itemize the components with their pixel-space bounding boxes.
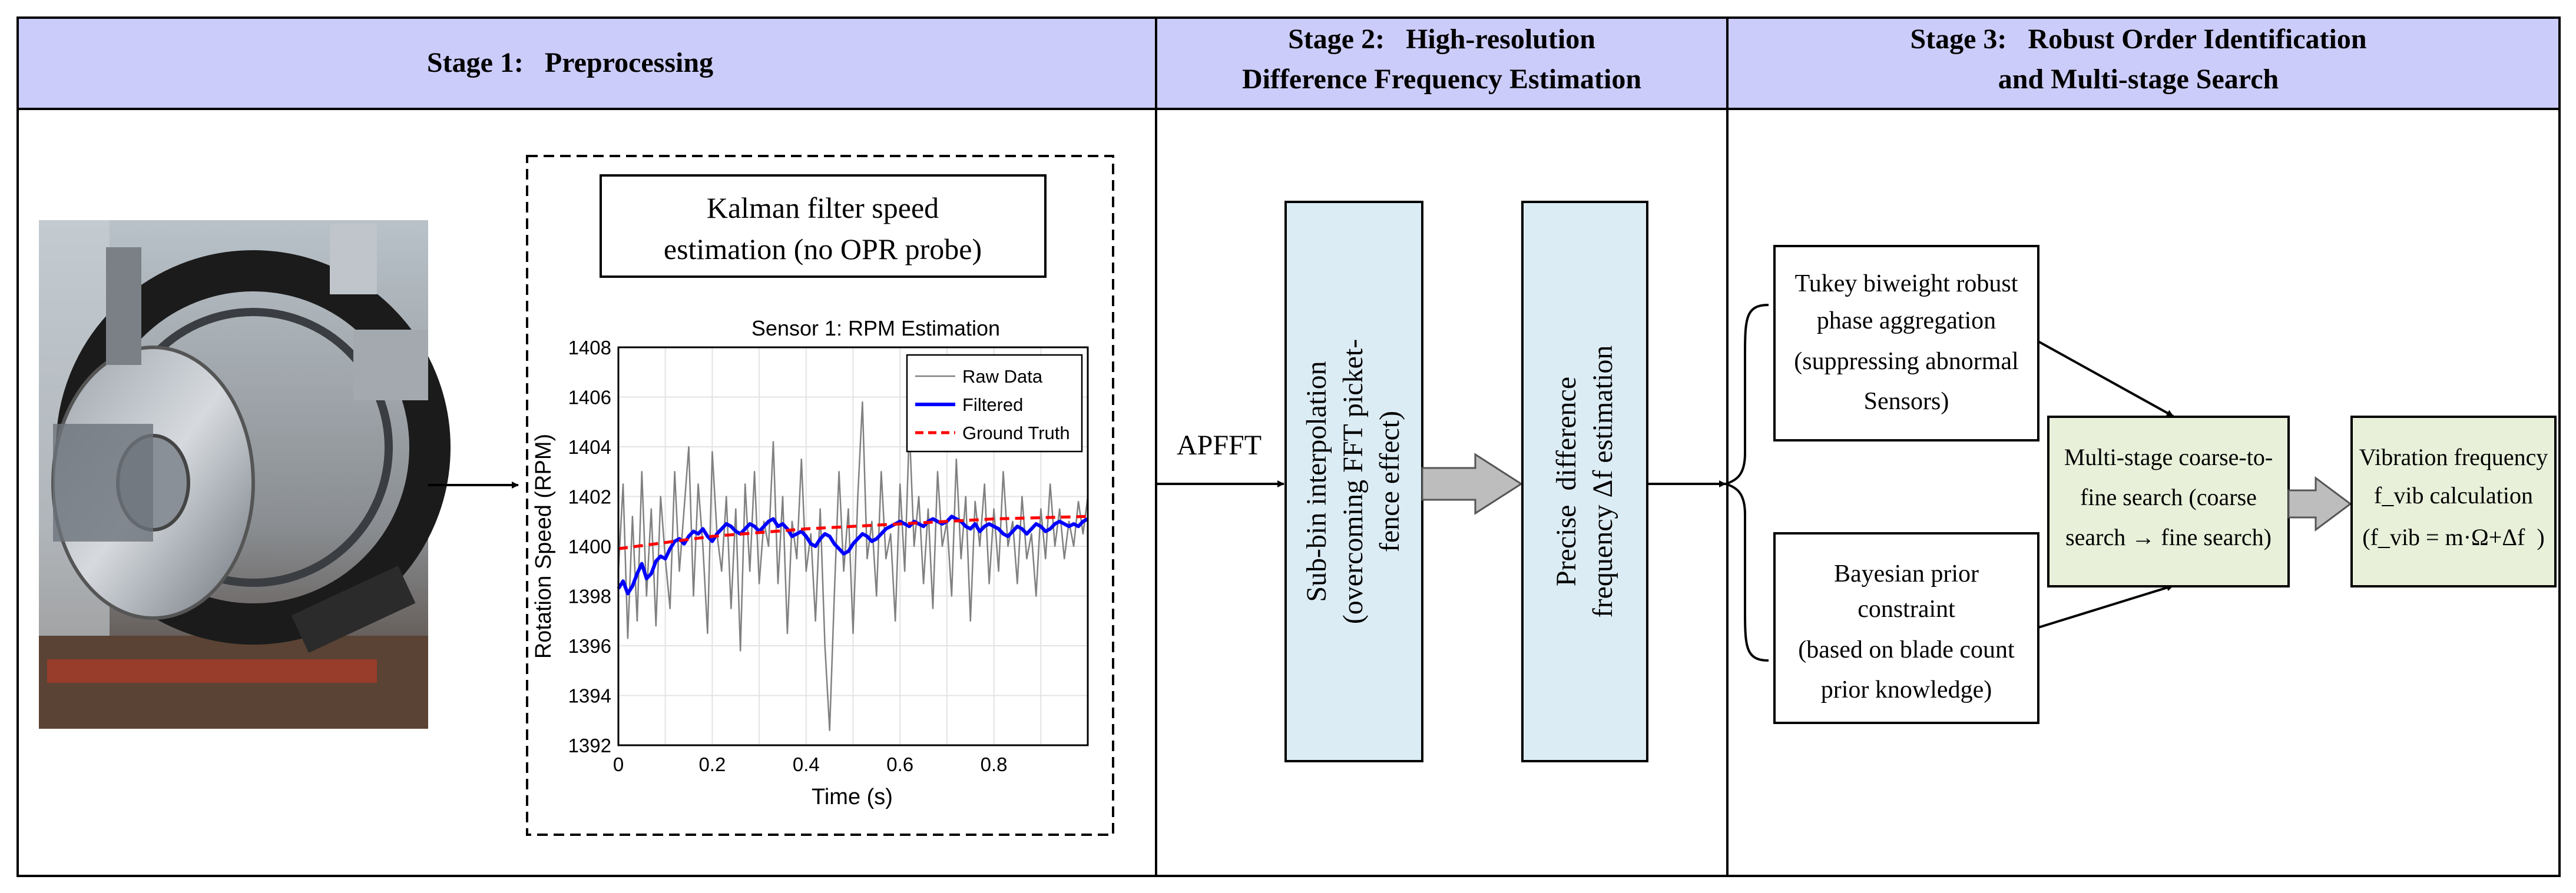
stage1-title: Stage 1: Preprocessing [427,47,713,78]
chart-xtick-label: 0.6 [886,753,913,775]
search-line3: search → fine search) [2065,524,2272,550]
block-arrow-search-to-vib [2287,476,2352,532]
vib-line3: (f_vib = m·Ω+Δf ) [2362,524,2544,550]
series-raw-data [617,401,1089,731]
subbin-line1: Sub-bin interpolation [1301,361,1332,602]
bayes-line1: Bayesian prior [1834,560,1979,587]
tukey-box [1773,245,2039,441]
subbin-line2: (overcoming FFT picket- [1337,339,1369,624]
chart-xtick-label: 0.4 [793,753,820,775]
tukey-line4: Sensors) [1864,388,1949,415]
chart-ytick-label: 1406 [568,387,611,409]
chart-xlabel: Time (s) [812,785,893,809]
rig-photo [39,220,451,729]
bayes-line2: constraint [1857,596,1955,623]
chart-ytick-label: 1394 [568,685,611,707]
tukey-line3: (suppressing abnormal [1794,348,2018,375]
vib-line2: f_vib calculation [2374,482,2533,509]
kalman-title-box [600,174,1047,278]
chart-ytick-label: 1404 [568,436,611,458]
vib-line1: Vibration frequency [2359,444,2548,470]
bayes-box [1773,532,2039,724]
chart-ytick-label: 1398 [568,586,611,607]
chart-title: Sensor 1: RPM Estimation [751,316,1000,340]
tukey-line1: Tukey biweight robust [1795,270,2018,297]
brace-connector [1721,304,1769,662]
chart-ytick-label: 1408 [568,337,611,358]
block-arrow-subbin-to-precise [1421,453,1523,515]
vibration-box [2350,416,2557,587]
search-line2: fine search (coarse [2080,484,2257,510]
precise-box [1521,201,1648,762]
chart-ytick-label: 1400 [568,536,611,557]
legend-label-0: Raw Data [962,366,1043,387]
stage3-title-line1: Stage 3: Robust Order Identification [1910,24,2366,55]
legend-label-2: Ground Truth [962,423,1070,443]
outer-frame [16,16,2561,877]
kalman-dashed-panel [526,155,1114,836]
subbin-line3: fence effect) [1374,411,1405,552]
arrow-bayes-to-search [2038,584,2174,629]
precise-line1: Precise difference [1551,377,1582,586]
chart-ytick-label: 1402 [568,486,611,508]
chart-xtick-label: 0.2 [698,753,726,775]
arrow-tukey-to-search [2038,340,2174,417]
kalman-line1: Kalman filter speed [707,191,939,224]
stage2-title-line1: Stage 2: High-resolution [1288,24,1595,55]
tukey-line2: phase aggregation [1817,307,1996,334]
bayes-line3: (based on blade count [1798,636,2015,663]
chart-ylabel: Rotation Speed (RPM) [531,434,556,659]
chart-xtick-label: 0.8 [981,753,1008,775]
stage3-title-line2: and Multi-stage Search [1998,64,2279,95]
series-filtered [617,514,1089,596]
search-line1: Multi-stage coarse-to- [2064,444,2273,470]
stage2-title-line2: Difference Frequency Estimation [1242,64,1641,95]
chart-xtick-label: 0 [613,753,624,775]
rpm-chart: Sensor 1: RPM Estimation 1392 1394 1396 139… [531,316,1089,809]
apfft-label: APFFT [1177,430,1261,461]
subbin-box [1284,201,1423,762]
search-box [2047,416,2290,587]
chart-plot-frame [617,346,1089,746]
chart-ytick-label: 1396 [568,635,611,657]
kalman-line2: estimation (no OPR probe) [664,233,982,265]
series-ground-truth [618,514,1088,550]
legend-label-1: Filtered [962,394,1023,415]
chart-ytick-label: 1392 [568,735,611,756]
bayes-line4: prior knowledge) [1821,676,1992,703]
precise-line2: frequency Δf estimation [1587,346,1618,618]
header-band [18,18,2560,109]
